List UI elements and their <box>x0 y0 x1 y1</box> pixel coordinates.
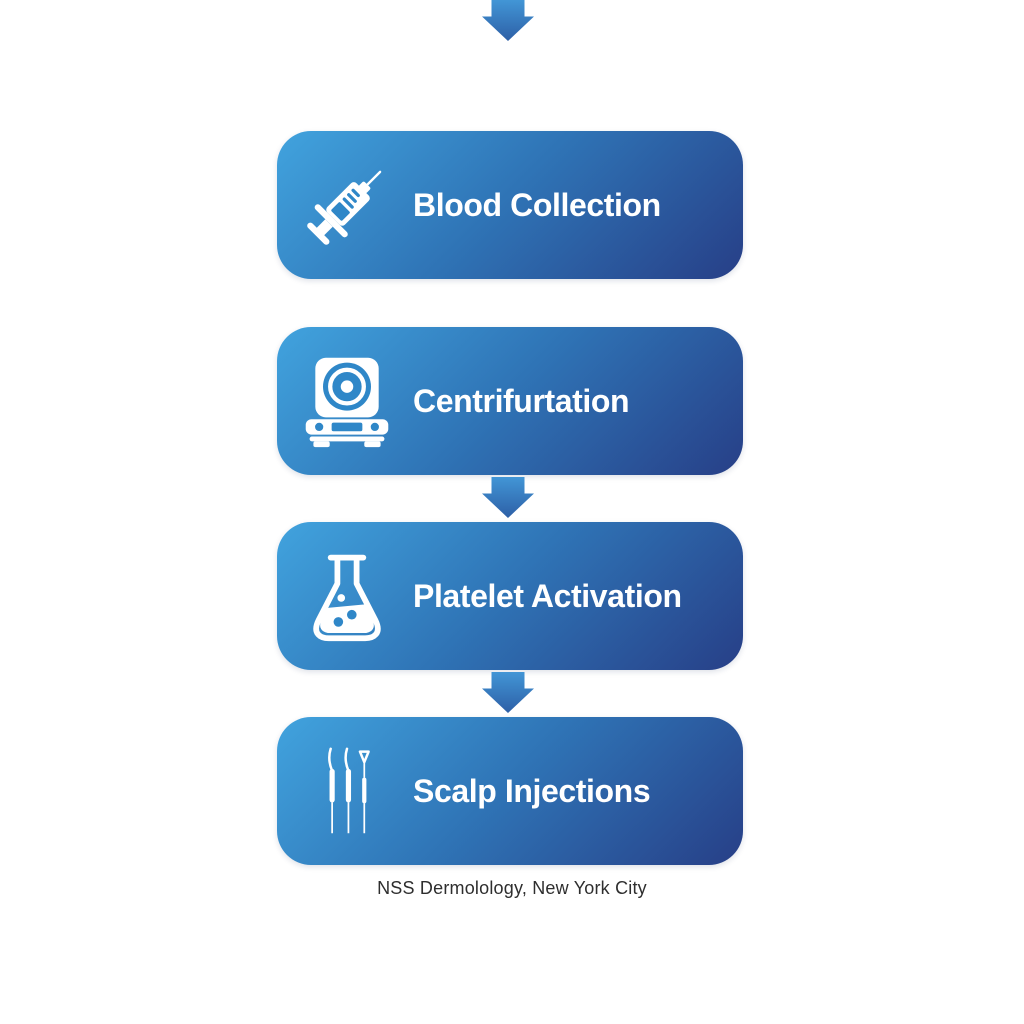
flask-icon <box>299 548 395 644</box>
flow-step-scalp-injections: Scalp Injections <box>277 717 743 865</box>
step-label: Blood Collection <box>413 186 661 223</box>
down-arrow-icon <box>482 0 534 41</box>
centrifuge-icon <box>299 353 395 449</box>
down-arrow-icon <box>482 477 534 518</box>
syringe-icon <box>299 157 395 253</box>
flow-step-centrifugation: Centrifurtation <box>277 327 743 475</box>
flow-step-blood-collection: Blood Collection <box>277 131 743 279</box>
step-label: Centrifurtation <box>413 382 630 419</box>
footer-caption: NSS Dermolology, New York City <box>377 878 647 898</box>
step-label: Platelet Activation <box>413 577 682 614</box>
needles-icon <box>299 743 395 839</box>
down-arrow-icon <box>482 672 534 713</box>
step-label: Scalp Injections <box>413 772 651 809</box>
flow-step-platelet-activation: Platelet Activation <box>277 522 743 670</box>
